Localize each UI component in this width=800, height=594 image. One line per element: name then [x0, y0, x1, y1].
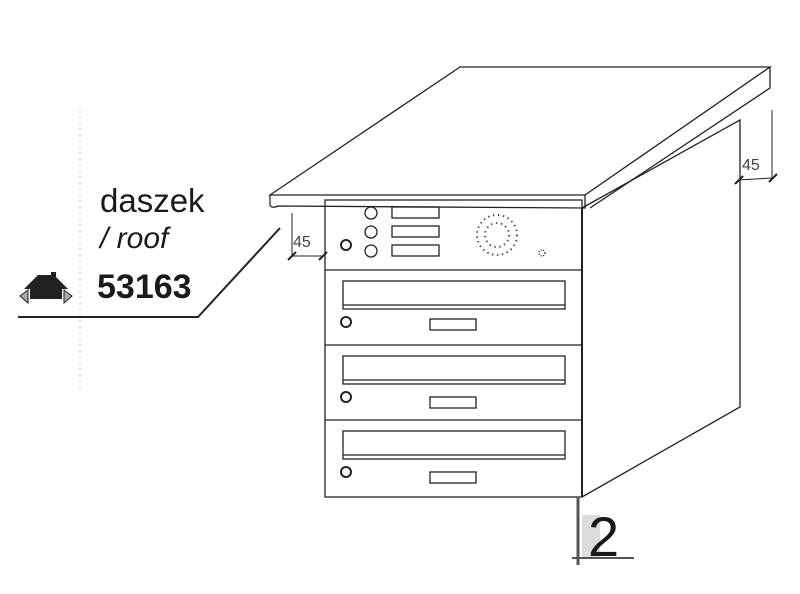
label-english: / roof: [100, 222, 169, 255]
view-number: 2: [588, 505, 620, 568]
dimension-left-label: 45: [293, 234, 311, 251]
intercom-panel: [340, 206, 546, 258]
mailboxes: [340, 280, 566, 484]
product-code: 53163: [97, 268, 192, 306]
dimension-left: [287, 213, 328, 261]
side-panel: [581, 118, 741, 498]
dimension-right: [734, 110, 778, 185]
label-polish: daszek: [100, 182, 205, 219]
cabinet-front: [324, 199, 583, 498]
house-arrows-icon: [19, 272, 73, 305]
leader-line: [18, 227, 281, 318]
roof: [267, 66, 773, 209]
dimension-right-label: 45: [742, 157, 760, 174]
view-marker: [572, 497, 634, 565]
